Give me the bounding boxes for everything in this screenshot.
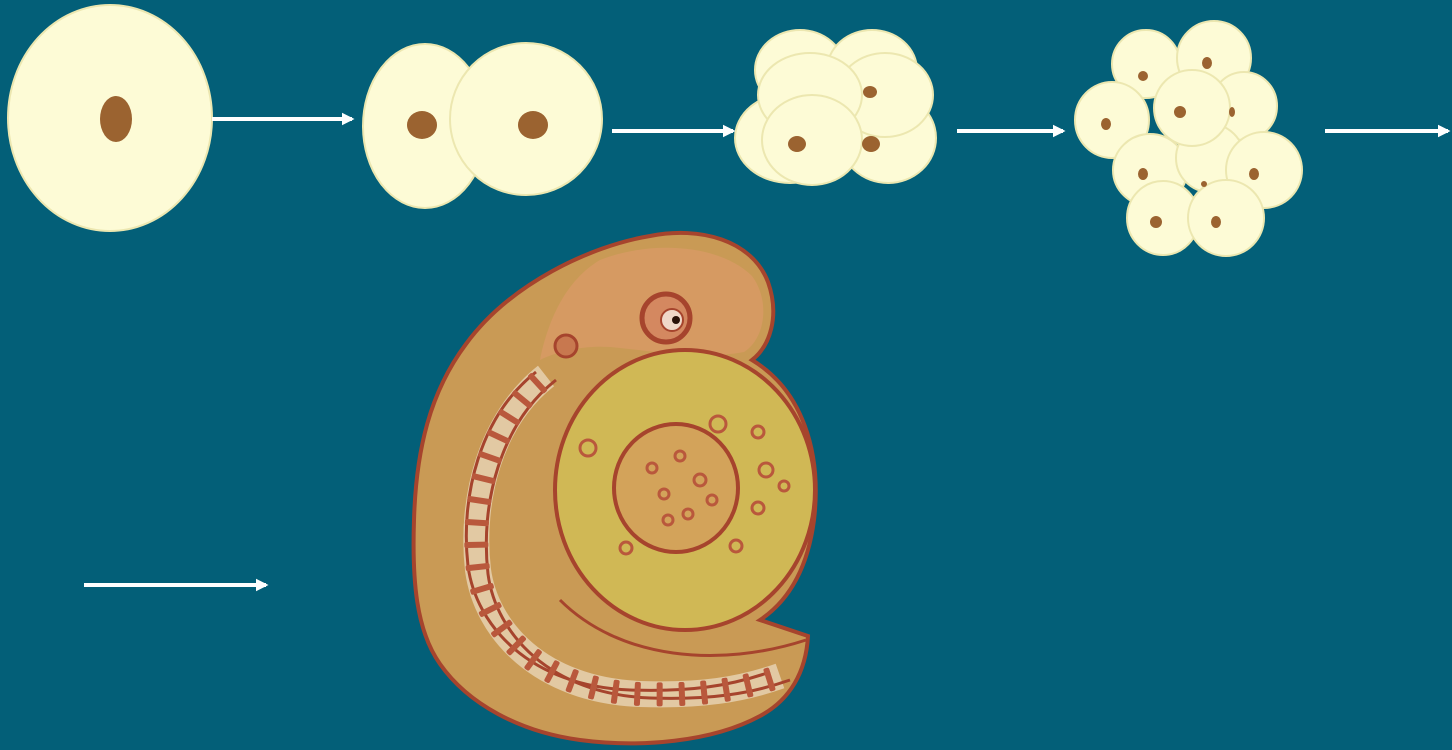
somite bbox=[678, 682, 685, 706]
somite bbox=[634, 682, 641, 706]
four-cell-stage bbox=[735, 30, 936, 185]
somite bbox=[657, 682, 663, 706]
zygote bbox=[8, 5, 212, 231]
somite bbox=[464, 542, 488, 548]
